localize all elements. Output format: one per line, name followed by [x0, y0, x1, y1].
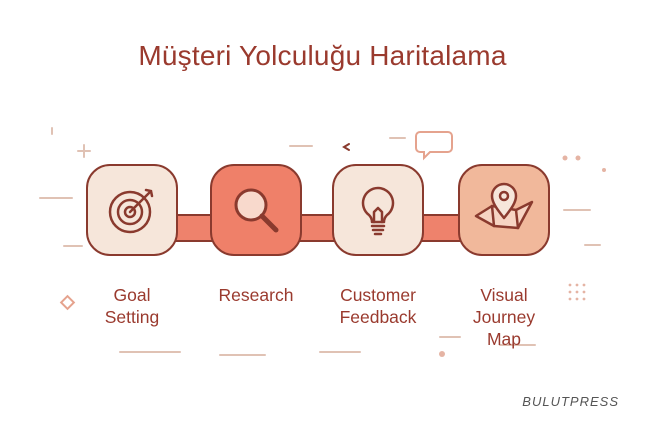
brand-watermark: BULUTPRESS	[522, 394, 619, 409]
step-visual-journey-map-box	[458, 164, 550, 256]
magnifier-icon	[234, 188, 279, 233]
process-connector	[150, 214, 490, 242]
step-research-box	[210, 164, 302, 256]
step-label-goal-setting: Goal Setting	[104, 285, 160, 327]
map-pin-icon	[474, 182, 534, 230]
lightbulb-icon	[361, 186, 395, 236]
step-label-customer-feedback: Customer Feedback	[339, 285, 417, 327]
step-customer-feedback-box	[332, 164, 424, 256]
target-icon	[108, 188, 154, 234]
step-goal-setting-box	[86, 164, 178, 256]
step-label-research: Research	[218, 285, 294, 305]
step-label-visual-journey-map: Visual Journey Map	[472, 285, 536, 349]
page-title: Müşteri Yolculuğu Haritalama	[138, 40, 507, 71]
